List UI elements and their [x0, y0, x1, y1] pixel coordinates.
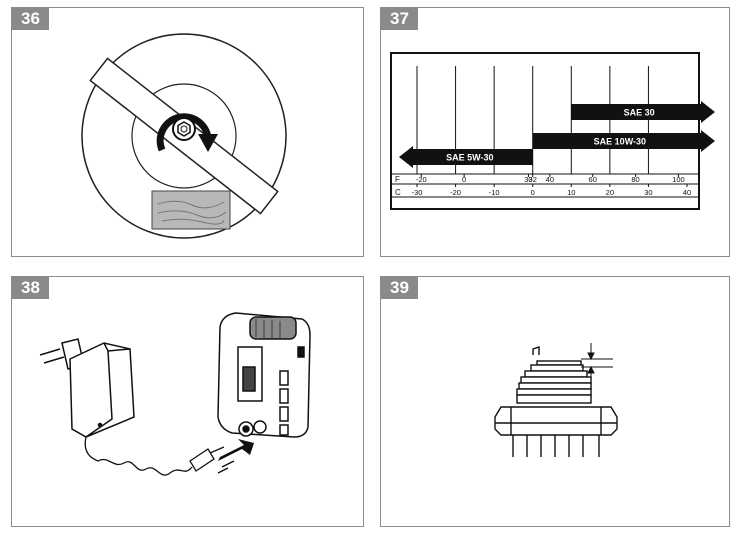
celsius-tick-label: 40 [683, 188, 691, 197]
oil-grade-bar: SAE 10W-30 [532, 130, 715, 152]
celsius-tick-label: -20 [450, 188, 461, 197]
oil-grade-label: SAE 30 [624, 108, 655, 118]
celsius-tick-label: -10 [489, 188, 500, 197]
celsius-tick-label: -30 [412, 188, 423, 197]
celsius-label: C [395, 188, 401, 197]
rotation-arrow-icon [156, 113, 212, 152]
panel-36: 36 [11, 7, 364, 257]
oil-grade-label: SAE 10W-30 [594, 137, 646, 147]
spark-plug-illustration [494, 343, 618, 457]
fahrenheit-tick-label: 40 [546, 175, 554, 184]
fahrenheit-tick-label: 32 [529, 175, 537, 184]
panel-number: 36 [12, 8, 49, 30]
celsius-tick-label: 20 [606, 188, 614, 197]
fahrenheit-tick-label: 80 [631, 175, 639, 184]
battery-pack [217, 312, 311, 438]
celsius-tick-label: 0 [531, 188, 535, 197]
panel-number: 37 [381, 8, 418, 30]
wall-charger [39, 338, 135, 438]
panel-number: 38 [12, 277, 49, 299]
oil-grade-bar: SAE 5W-30 [399, 146, 533, 168]
panel-38: 38 [11, 276, 364, 527]
oil-grade-bar: SAE 30 [571, 101, 715, 123]
spark-plug [494, 346, 618, 457]
panel-number: 39 [381, 277, 418, 299]
fahrenheit-tick-label: 0 [462, 175, 466, 184]
fahrenheit-tick-label: -20 [416, 175, 427, 184]
fahrenheit-tick-label: 30 [524, 175, 532, 184]
hub-circle [131, 83, 237, 189]
panel-39: 39 [380, 276, 730, 527]
plug-pin [39, 348, 61, 356]
fahrenheit-tick-label: 100 [672, 175, 685, 184]
celsius-tick-label: 30 [644, 188, 652, 197]
battery-charger-illustration [39, 312, 311, 476]
oil-grade-label: SAE 5W-30 [446, 153, 493, 163]
arrowhead [198, 134, 218, 152]
celsius-tick-label: 10 [567, 188, 575, 197]
gap-indicator [581, 343, 613, 381]
direction-arrow-icon [217, 439, 254, 474]
chart-frame [390, 52, 700, 210]
wood-block [151, 190, 231, 230]
fahrenheit-label: F [395, 175, 400, 184]
ground-electrode [532, 346, 540, 355]
plug-pin [43, 356, 65, 364]
fahrenheit-tick-label: 60 [589, 175, 597, 184]
charger-cable [84, 436, 193, 476]
charger-connector [189, 446, 225, 472]
blade-removal-illustration [81, 33, 287, 239]
